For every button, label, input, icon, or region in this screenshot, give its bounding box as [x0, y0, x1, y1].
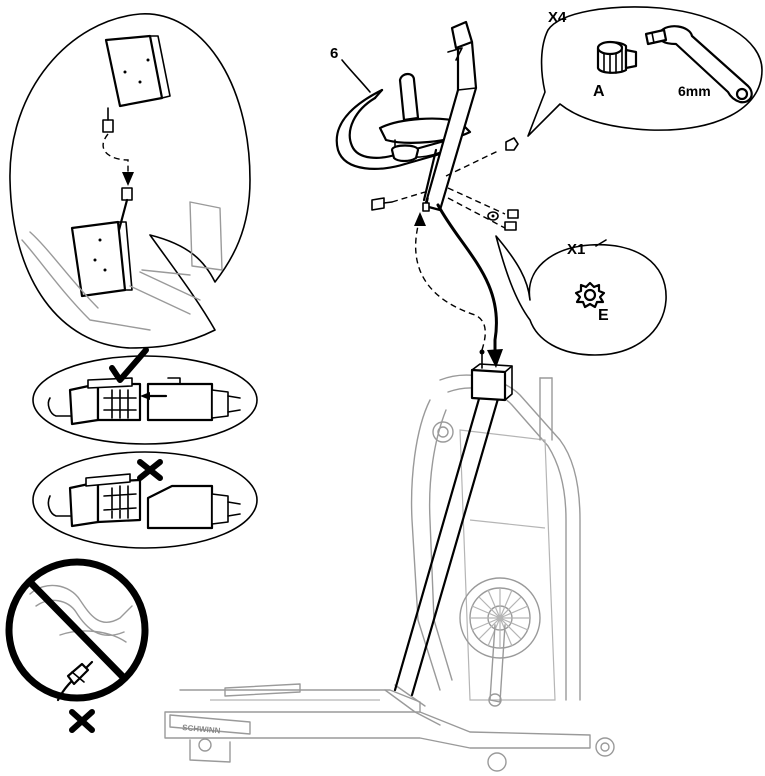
callout-bolt-a: X4 A 6mm: [528, 7, 762, 136]
bolt-right-1: [508, 210, 518, 218]
incorrect-connection-detail: [33, 452, 257, 548]
bolt-left: [372, 198, 392, 210]
part-number-leader: [342, 60, 370, 92]
callout-washer-e: X1 E: [496, 236, 666, 355]
nut-top: [506, 138, 518, 150]
part-number-label: 6: [330, 45, 338, 62]
bolt-right-2: [505, 222, 516, 230]
qty-a-label: X4: [548, 9, 567, 26]
cable-connection-detail: [10, 14, 250, 348]
upper-arm-part: [337, 22, 476, 211]
flywheel-spokes: [470, 588, 530, 648]
washer-right: [488, 212, 498, 220]
correct-connection-detail: [33, 350, 257, 444]
part-a-label: A: [593, 83, 605, 100]
brand-label: SCHWINN: [182, 723, 221, 735]
cable-routing-arrows: [414, 205, 503, 368]
cross-icon: [72, 712, 92, 730]
part-e-label: E: [598, 307, 609, 324]
pinched-cable-warning: [9, 562, 145, 730]
elliptical-frame: SCHWINN: [165, 375, 614, 771]
tool-size-label: 6mm: [678, 83, 711, 99]
qty-e-label: X1: [567, 241, 585, 258]
